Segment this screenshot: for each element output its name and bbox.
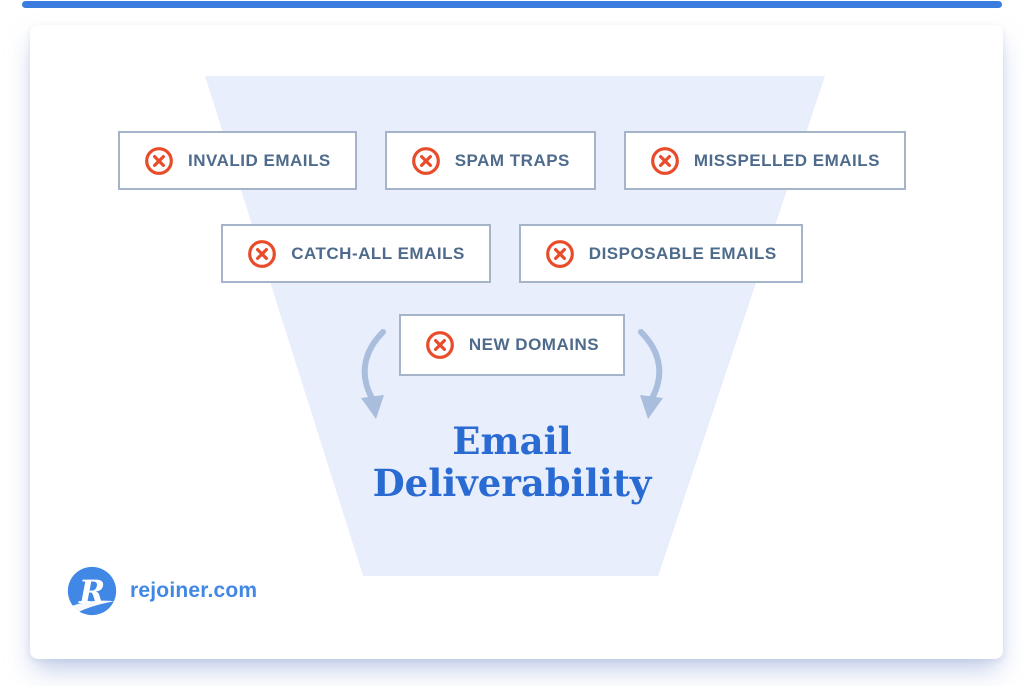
- x-circle-icon: [426, 331, 454, 359]
- curved-down-arrow-right: [638, 329, 663, 419]
- brand-logo: R rejoiner.com: [66, 565, 257, 617]
- curved-arrows: [361, 329, 663, 419]
- funnel-item-label: NEW DOMAINS: [468, 335, 600, 354]
- x-circle-icon: [651, 146, 679, 175]
- funnel-item-spam-traps: SPAM TRAPS: [384, 131, 596, 190]
- funnel-item-label: MISSPELLED EMAILS: [693, 150, 880, 170]
- funnel-item-label: SPAM TRAPS: [454, 150, 570, 170]
- brand-website: rejoiner.com: [130, 579, 258, 602]
- funnel-item-misspelled-emails: MISSPELLED EMAILS: [623, 131, 906, 190]
- funnel-title: Email Deliverability: [0, 420, 1024, 504]
- x-circle-icon: [545, 239, 574, 268]
- funnel-row-1: INVALID EMAILS SPAM TRAPS MISSPELLED EMA…: [0, 131, 1024, 190]
- funnel-title-line2: Deliverability: [372, 461, 652, 505]
- funnel-item-catch-all-emails: CATCH-ALL EMAILS: [221, 224, 491, 283]
- funnel-item-label: DISPOSABLE EMAILS: [588, 243, 777, 263]
- funnel-row-3: NEW DOMAINS: [0, 314, 1024, 376]
- curved-down-arrow-left: [361, 329, 386, 419]
- funnel-item-new-domains: NEW DOMAINS: [398, 314, 626, 376]
- x-circle-icon: [411, 146, 440, 175]
- funnel-item-label: CATCH-ALL EMAILS: [291, 243, 465, 263]
- funnel-title-line1: Email: [452, 419, 572, 463]
- funnel-item-label: INVALID EMAILS: [188, 150, 331, 170]
- top-accent-bar: [22, 1, 1002, 8]
- funnel-item-invalid-emails: INVALID EMAILS: [118, 131, 357, 190]
- rejoiner-logo-icon: R: [66, 566, 117, 616]
- x-circle-icon: [145, 146, 173, 175]
- funnel-item-disposable-emails: DISPOSABLE EMAILS: [518, 224, 803, 283]
- x-circle-icon: [248, 239, 277, 268]
- funnel-row-2: CATCH-ALL EMAILS DISPOSABLE EMAILS: [0, 224, 1024, 283]
